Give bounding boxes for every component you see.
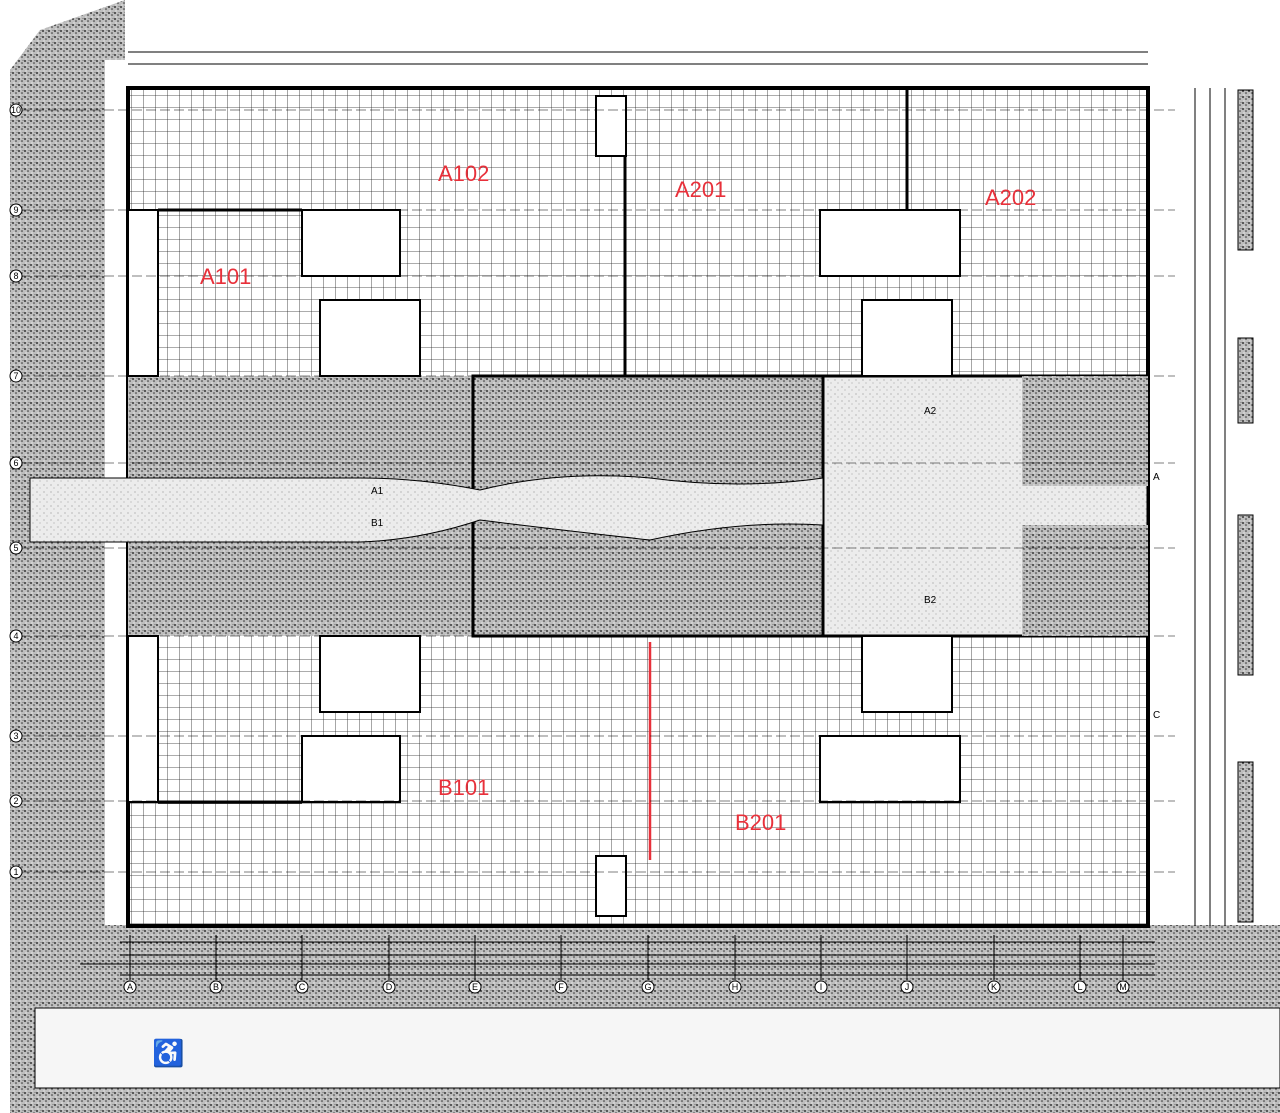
column-axis-label: A <box>127 982 133 992</box>
entrance-b1: B1 <box>371 518 384 529</box>
column-axis-A: A <box>123 935 137 994</box>
row-axis-label: 6 <box>13 458 18 468</box>
room-label-a201: A201 <box>675 177 726 202</box>
row-axis-label: 1 <box>13 867 18 877</box>
entrance-a1: A1 <box>371 486 384 497</box>
row-axis-9: 9 <box>9 203 1175 217</box>
row-axis-2: 2 <box>9 794 1175 808</box>
column-axis-F: F <box>554 935 568 994</box>
row-axis-label: 4 <box>13 631 18 641</box>
central-walkway <box>29 475 824 543</box>
column-axis-J: J <box>900 935 914 994</box>
column-axis-label: C <box>299 982 306 992</box>
column-axis-G: G <box>641 935 655 994</box>
column-axis-E: E <box>468 935 482 994</box>
column-axis-label: B <box>213 982 219 992</box>
column-axis-label: D <box>386 982 393 992</box>
row-axis-8: 8 <box>9 269 1175 283</box>
room-label-b201: B201 <box>735 810 786 835</box>
section-mark-c: C <box>1153 710 1160 721</box>
room-label-a101: A101 <box>200 264 251 289</box>
row-axis-4: 4 <box>9 629 1175 643</box>
parking-strip <box>34 1007 1280 1089</box>
room-label-a102: A102 <box>438 161 489 186</box>
column-axis-I: I <box>814 935 828 994</box>
column-axis-label: I <box>820 982 823 992</box>
column-axis-label: F <box>558 982 564 992</box>
column-axis-label: E <box>472 982 478 992</box>
accessible-parking-icon: ♿ <box>152 1038 184 1068</box>
row-axis-label: 10 <box>11 105 21 115</box>
site-boundary-gravel <box>10 0 1280 1113</box>
planter <box>1022 525 1148 636</box>
entrance-a2: A2 <box>924 406 937 417</box>
column-axis-label: G <box>644 982 651 992</box>
column-axis-L: L <box>1073 935 1087 994</box>
column-axis-B: B <box>209 935 223 994</box>
column-axis-label: M <box>1119 982 1127 992</box>
right-parking-bays <box>1237 89 1254 923</box>
column-axis-K: K <box>987 935 1001 994</box>
row-axis-6: 6 <box>9 456 1175 470</box>
column-axis-C: C <box>295 935 309 994</box>
column-axis-label: L <box>1077 982 1082 992</box>
row-axis-label: 9 <box>13 205 18 215</box>
row-axis-label: 8 <box>13 271 18 281</box>
row-axis-5: 5 <box>9 541 1175 555</box>
row-axis-1: 1 <box>9 865 1175 879</box>
column-axis-label: K <box>991 982 997 992</box>
row-axis-3: 3 <box>9 729 1175 743</box>
dimension-lines <box>80 51 1226 976</box>
row-axis-10: 10 <box>9 103 1175 117</box>
entrance-b2: B2 <box>924 595 937 606</box>
row-axis-7: 7 <box>9 369 1175 383</box>
section-mark-a: A <box>1153 472 1160 483</box>
column-axis-M: M <box>1116 935 1130 994</box>
planter <box>1022 376 1148 486</box>
row-axis-label: 7 <box>13 371 18 381</box>
room-label-a202: A202 <box>985 185 1036 210</box>
column-axis-D: D <box>382 935 396 994</box>
column-axis-H: H <box>728 935 742 994</box>
row-axis-label: 2 <box>13 796 18 806</box>
room-label-b101: B101 <box>438 775 489 800</box>
column-axis-label: J <box>905 982 910 992</box>
row-axis-label: 3 <box>13 731 18 741</box>
column-axis-label: H <box>732 982 739 992</box>
stair-cores <box>127 95 961 917</box>
row-axis-label: 5 <box>13 543 18 553</box>
